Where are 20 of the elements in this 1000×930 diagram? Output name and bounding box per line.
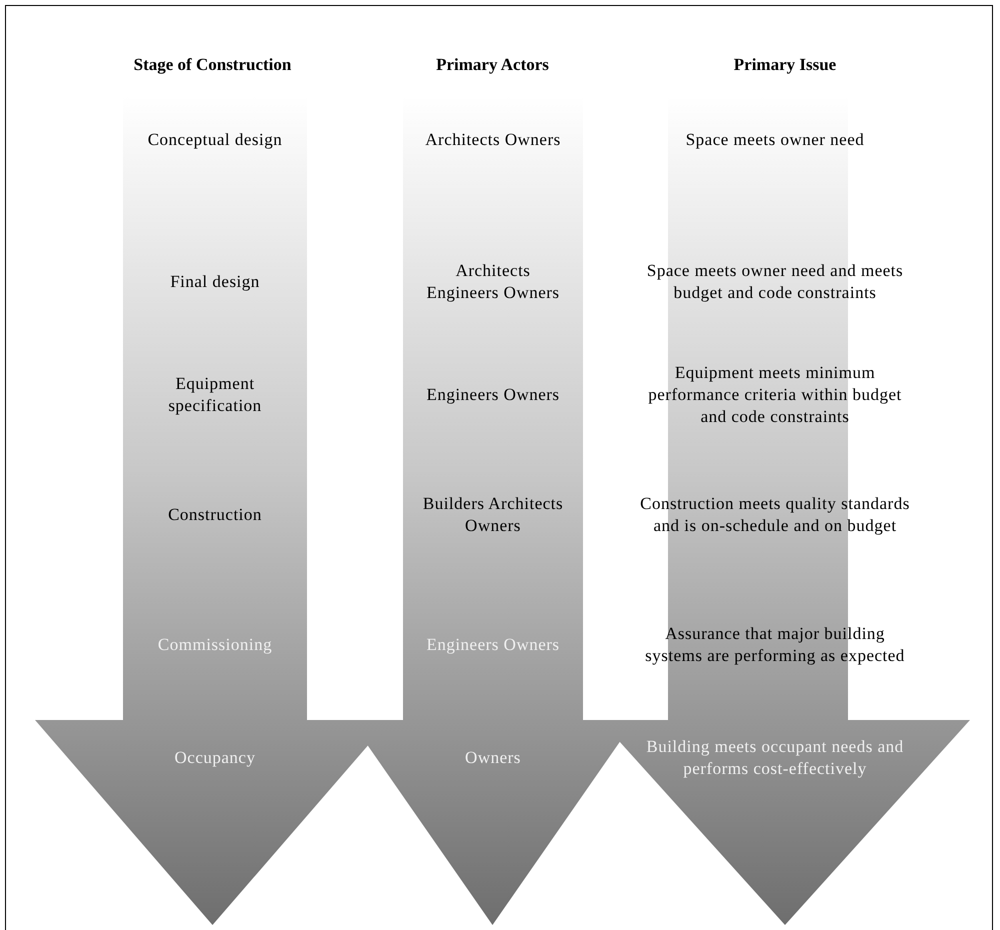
arrow-text: Conceptual design [146,129,284,151]
column-heading: Primary Actors [435,55,550,75]
arrow-text: Equipment specification [167,373,263,417]
arrow-text: Engineers Owners [425,384,561,406]
arrow-text: Construction [167,504,263,526]
arrow-text: Building meets occupant needs and performs cost-effectively [645,736,905,780]
arrow-text: Space meets owner need [684,129,866,151]
column-heading: Stage of Construction [132,55,292,75]
arrow-text: Engineers Owners [425,634,561,656]
arrow-text: Builders Architects Owners [422,493,564,537]
arrow-text: Occupancy [174,747,256,769]
arrow-text: Owners [464,747,522,769]
arrow-text: Final design [169,271,261,293]
arrow-text: Construction meets quality standards and is on-schedule and on budget [640,493,910,537]
arrow-text: Commissioning [156,634,274,656]
column-heading: Primary Issue [732,55,838,75]
arrow-text: Architects Engineers Owners [425,260,561,304]
arrow-text: Architects Owners [424,129,562,151]
arrow-text: Equipment meets minimum performance criteria within budget and code constraints [647,362,903,428]
arrow-text: Space meets owner need and meets budget and code constraints [646,260,904,304]
